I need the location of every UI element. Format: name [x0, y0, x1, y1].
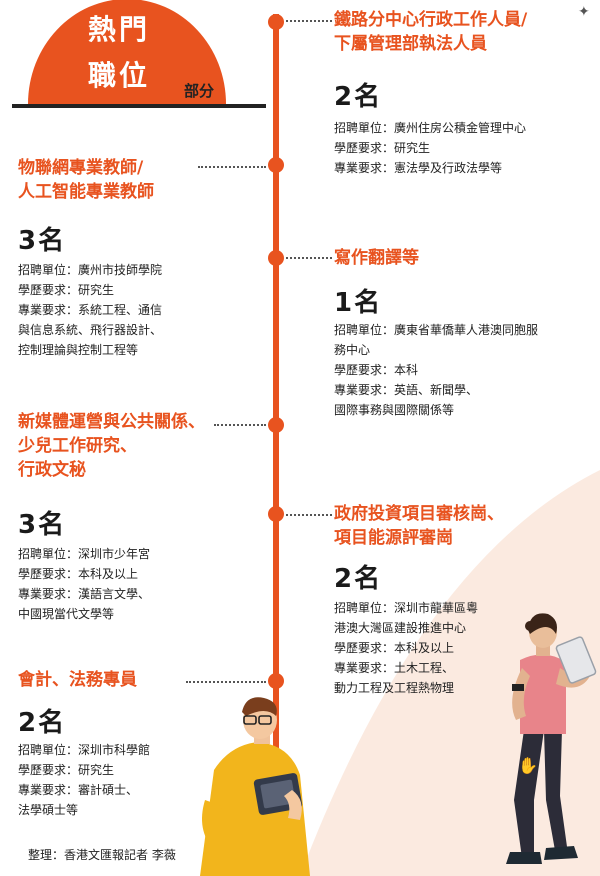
sparkle-icon: ✋	[518, 756, 538, 775]
detail-line: 學歷要求：本科及以上	[334, 641, 455, 655]
detail-line: 動力工程及工程熱物理	[334, 681, 455, 695]
detail-line: 控制理論與控制工程等	[18, 343, 139, 357]
detail-line: 招聘單位：深圳市龍華區粵	[334, 601, 479, 615]
detail-line: 學歷要求：研究生	[334, 141, 431, 155]
job-title-line: 會計、法務專員	[18, 670, 137, 690]
timeline-dot-1	[268, 14, 284, 30]
job-title: 政府投資項目審核崗、 項目能源評審崗	[334, 502, 504, 550]
detail-line: 法學碩士等	[18, 803, 79, 817]
connector-dots	[186, 681, 266, 683]
detail-line: 招聘單位：廣州住房公積金管理中心	[334, 121, 527, 135]
job-count: 2名	[334, 82, 383, 112]
detail-line: 與信息系統、飛行器設計、	[18, 323, 163, 337]
timeline-dot-5	[268, 506, 284, 522]
detail-line: 學歷要求：研究生	[18, 763, 115, 777]
detail-line: 港澳大灣區建設推進中心	[334, 621, 467, 635]
job-details: 招聘單位：深圳市龍華區粵 港澳大灣區建設推進中心 學歷要求：本科及以上 專業要求…	[334, 598, 478, 698]
connector-dots	[198, 166, 266, 168]
connector-dots	[214, 424, 266, 426]
detail-line: 招聘單位：廣東省華僑華人港澳同胞服	[334, 323, 539, 337]
connector-dots	[286, 257, 332, 259]
job-title-line: 少兒工作研究、	[18, 436, 137, 456]
job-title-line: 物聯網專業教師/	[18, 158, 144, 178]
connector-dots	[286, 20, 332, 22]
detail-line: 學歷要求：本科	[334, 363, 419, 377]
job-details: 招聘單位：深圳市科學館 學歷要求：研究生 專業要求：審計碩士、 法學碩士等	[18, 740, 150, 820]
detail-line: 專業要求：系統工程、通信	[18, 303, 163, 317]
header-semicircle	[28, 0, 226, 104]
header-title: 熱門 職位	[88, 8, 198, 98]
detail-line: 學歷要求：研究生	[18, 283, 115, 297]
credit-line: 整理：香港文匯報記者 李薇	[28, 848, 176, 862]
job-title-line: 下屬管理部執法人員	[334, 34, 487, 54]
job-details: 招聘單位：深圳市少年宮 學歷要求：本科及以上 專業要求：漢語言文學、 中國現當代…	[18, 544, 150, 624]
detail-line: 招聘單位：深圳市少年宮	[18, 547, 151, 561]
job-title: 鐵路分中心行政工作人員/ 下屬管理部執法人員	[334, 8, 527, 56]
job-title-line: 行政文秘	[18, 460, 86, 480]
detail-line: 專業要求：土木工程、	[334, 661, 455, 675]
header-subtitle: 部分	[184, 82, 215, 100]
timeline-dots	[268, 14, 284, 689]
header-title-line2: 職位	[88, 59, 151, 92]
job-title-line: 項目能源評審崗	[334, 528, 453, 548]
job-count: 2名	[334, 564, 383, 594]
job-details: 招聘單位：廣州市技師學院 學歷要求：研究生 專業要求：系統工程、通信 與信息系統…	[18, 260, 162, 360]
timeline-dot-2	[268, 157, 284, 173]
timeline-line	[273, 14, 279, 876]
job-count: 3名	[18, 226, 67, 256]
detail-line: 招聘單位：廣州市技師學院	[18, 263, 163, 277]
job-count: 1名	[334, 288, 383, 318]
timeline-dot-6	[268, 673, 284, 689]
detail-line: 國際事務與國際關係等	[334, 403, 455, 417]
detail-line: 中國現當代文學等	[18, 607, 115, 621]
job-title: 會計、法務專員	[18, 668, 137, 692]
detail-line: 務中心	[334, 343, 371, 357]
job-details: 招聘單位：廣州住房公積金管理中心 學歷要求：研究生 專業要求：憲法學及行政法學等	[334, 118, 526, 178]
job-count: 2名	[18, 708, 67, 738]
job-title: 物聯網專業教師/ 人工智能專業教師	[18, 156, 154, 204]
detail-line: 專業要求：憲法學及行政法學等	[334, 161, 503, 175]
detail-line: 招聘單位：深圳市科學館	[18, 743, 151, 757]
detail-line: 專業要求：英語、新聞學、	[334, 383, 479, 397]
job-count: 3名	[18, 510, 67, 540]
detail-line: 學歷要求：本科及以上	[18, 567, 139, 581]
woman-with-tablet-illustration	[506, 613, 597, 864]
job-title: 新媒體運營與公共關係、 少兒工作研究、 行政文秘	[18, 410, 205, 482]
job-details: 招聘單位：廣東省華僑華人港澳同胞服 務中心 學歷要求：本科 專業要求：英語、新聞…	[334, 320, 538, 420]
sparkle-icon: ✦	[578, 4, 590, 20]
job-title-line: 寫作翻譯等	[334, 248, 419, 268]
job-title-line: 鐵路分中心行政工作人員/	[334, 10, 528, 30]
connector-dots	[286, 514, 332, 516]
job-title: 寫作翻譯等	[334, 246, 419, 270]
job-title-line: 人工智能專業教師	[18, 182, 154, 202]
detail-line: 專業要求：漢語言文學、	[18, 587, 151, 601]
header-title-line1: 熱門	[88, 13, 151, 46]
detail-line: 專業要求：審計碩士、	[18, 783, 139, 797]
man-with-laptop-illustration	[200, 697, 310, 876]
timeline-dot-3	[268, 250, 284, 266]
header-underline	[12, 104, 266, 108]
job-title-line: 政府投資項目審核崗、	[334, 504, 504, 524]
job-title-line: 新媒體運營與公共關係、	[18, 412, 205, 432]
timeline-dot-4	[268, 417, 284, 433]
